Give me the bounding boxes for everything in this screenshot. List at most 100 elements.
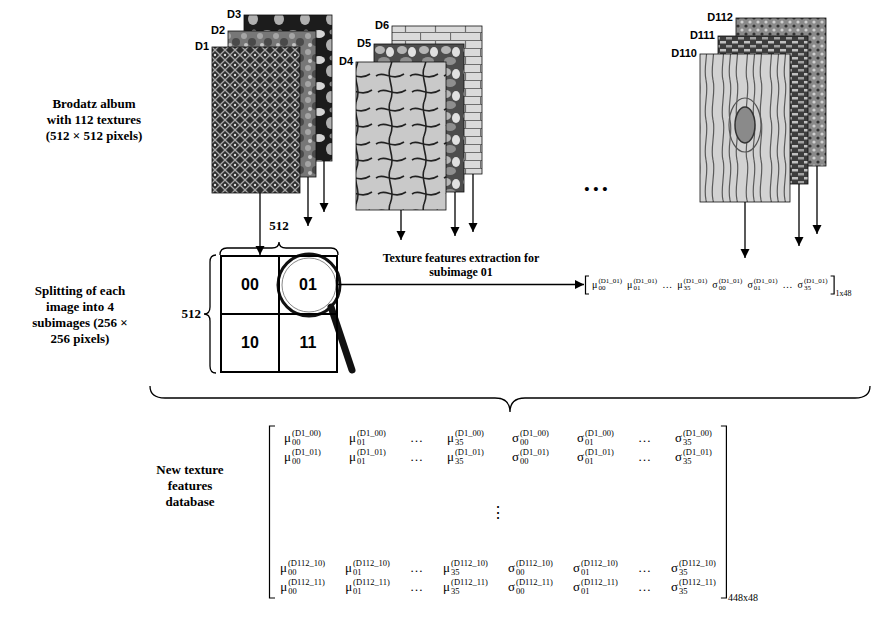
stage-label: New texture features database	[150, 462, 230, 510]
subscript: 35	[683, 438, 712, 447]
superscript: (D1_00)	[520, 429, 549, 438]
matrix-entry: …	[410, 578, 423, 595]
subscript: 01	[357, 457, 386, 466]
subscript: 01	[585, 438, 614, 447]
symbol: μ	[592, 279, 597, 290]
symbol: μ	[677, 279, 682, 290]
index-stack: 00(D1_01)	[598, 278, 622, 292]
index-stack: 35(D1_01)	[683, 448, 712, 465]
matrix-entry: …	[638, 448, 651, 465]
texture-stack	[356, 26, 482, 210]
texture-label: D2	[211, 24, 225, 36]
index-stack: 01(D1_01)	[585, 448, 614, 465]
subscript: 35	[683, 457, 712, 466]
matrix-entry: σ01(D1_00)	[573, 429, 618, 446]
matrix-entry: …	[410, 559, 423, 576]
subscript: 00	[288, 587, 325, 596]
texture-label: D5	[357, 37, 371, 49]
subimage-grid: 51251200011011	[220, 255, 338, 373]
texture-image: D5	[374, 44, 464, 192]
texture-image: D2	[228, 31, 316, 177]
matrix-entry: σ00(D112_10)	[508, 559, 553, 576]
superscript: (D112_10)	[451, 559, 488, 568]
superscript: (D112_11)	[581, 578, 618, 587]
index-stack: 01(D1_00)	[357, 429, 386, 446]
matrix-entry: μ01(D112_10)	[345, 559, 390, 576]
texture-stack	[700, 18, 826, 202]
matrix-entry: σ01(D1_01)	[573, 448, 618, 465]
superscript: (D112_11)	[353, 578, 390, 587]
superscript: (D1_01)	[585, 448, 614, 457]
superscript: (D1_00)	[357, 429, 386, 438]
index-stack: 01(D1_01)	[633, 278, 657, 292]
matrix-entry: σ00(D1_01)	[508, 448, 553, 465]
flow-arrow	[816, 166, 817, 234]
subscript: 00	[292, 457, 321, 466]
symbol: σ	[577, 430, 584, 446]
subimage-index: 11	[300, 334, 317, 352]
dimension-label: 512	[182, 306, 202, 322]
superscript: (D1_00)	[455, 429, 484, 438]
subimage-index: 00	[241, 276, 259, 294]
flow-arrow	[798, 184, 799, 246]
texture-image: D1	[212, 47, 300, 193]
index-stack: 00(D1_00)	[520, 429, 549, 446]
superscript: (D112_10)	[516, 559, 553, 568]
magnifier-lens	[278, 254, 340, 316]
symbol: μ	[447, 449, 454, 465]
superscript: (D1_01)	[292, 448, 321, 457]
matrix-entry: μ01(D112_11)	[345, 578, 390, 595]
symbol: σ	[675, 449, 682, 465]
bracket-left	[586, 276, 590, 294]
texture-image: D110	[700, 54, 790, 202]
index-stack: 00(D112_10)	[288, 559, 325, 576]
symbol: μ	[349, 449, 356, 465]
texture-image	[212, 47, 300, 193]
index-stack: 35(D1_00)	[455, 429, 484, 446]
subscript: 00	[520, 457, 549, 466]
symbol: μ	[627, 279, 632, 290]
flow-arrow	[338, 284, 584, 285]
magnifier	[278, 254, 352, 370]
texture-label: D4	[339, 55, 353, 67]
subimage-cell: 10	[220, 313, 280, 373]
subimage-index: 01	[299, 276, 317, 294]
subscript: 00	[598, 285, 622, 292]
dimension-label: 512	[220, 218, 338, 234]
bracket-right	[721, 426, 727, 598]
symbol: σ	[508, 579, 515, 595]
flow-arrow	[744, 202, 745, 258]
index-stack: 00(D112_11)	[516, 578, 553, 595]
texture-label: D6	[375, 19, 389, 31]
texture-image: D112	[736, 18, 826, 166]
index-stack: 35(D112_11)	[451, 578, 488, 595]
stage-label: Brodatz album with 112 textures (512 × 5…	[40, 96, 148, 144]
index-stack: 00(D112_11)	[288, 578, 325, 595]
subscript: 00	[520, 438, 549, 447]
bracket-right	[831, 276, 835, 294]
subscript: 00	[292, 438, 321, 447]
texture-image: D4	[356, 62, 446, 210]
symbol: σ	[712, 279, 717, 290]
superscript: (D1_01)	[684, 278, 708, 285]
matrix-entry: μ35(D1_00)	[443, 429, 488, 446]
symbol: σ	[512, 430, 519, 446]
flow-arrow	[472, 174, 473, 232]
superscript: (D112_11)	[679, 578, 716, 587]
matrix-entry: …	[638, 429, 651, 446]
subscript: 35	[451, 568, 488, 577]
wood-knot	[735, 107, 755, 143]
magnifier-lens	[282, 258, 336, 312]
subscript: 00	[516, 587, 553, 596]
superscript: (D112_10)	[288, 559, 325, 568]
matrix-entry: …	[638, 559, 651, 576]
flow-arrow	[259, 193, 260, 255]
subscript: 35	[684, 285, 708, 292]
index-stack: 00(D112_10)	[516, 559, 553, 576]
subscript: 01	[754, 285, 778, 292]
index-stack: 00(D1_01)	[520, 448, 549, 465]
superscript: (D1_01)	[357, 448, 386, 457]
matrix-entry: σ35(D112_11)	[671, 578, 716, 595]
matrix-entry: μ35(D1_01)	[443, 448, 488, 465]
